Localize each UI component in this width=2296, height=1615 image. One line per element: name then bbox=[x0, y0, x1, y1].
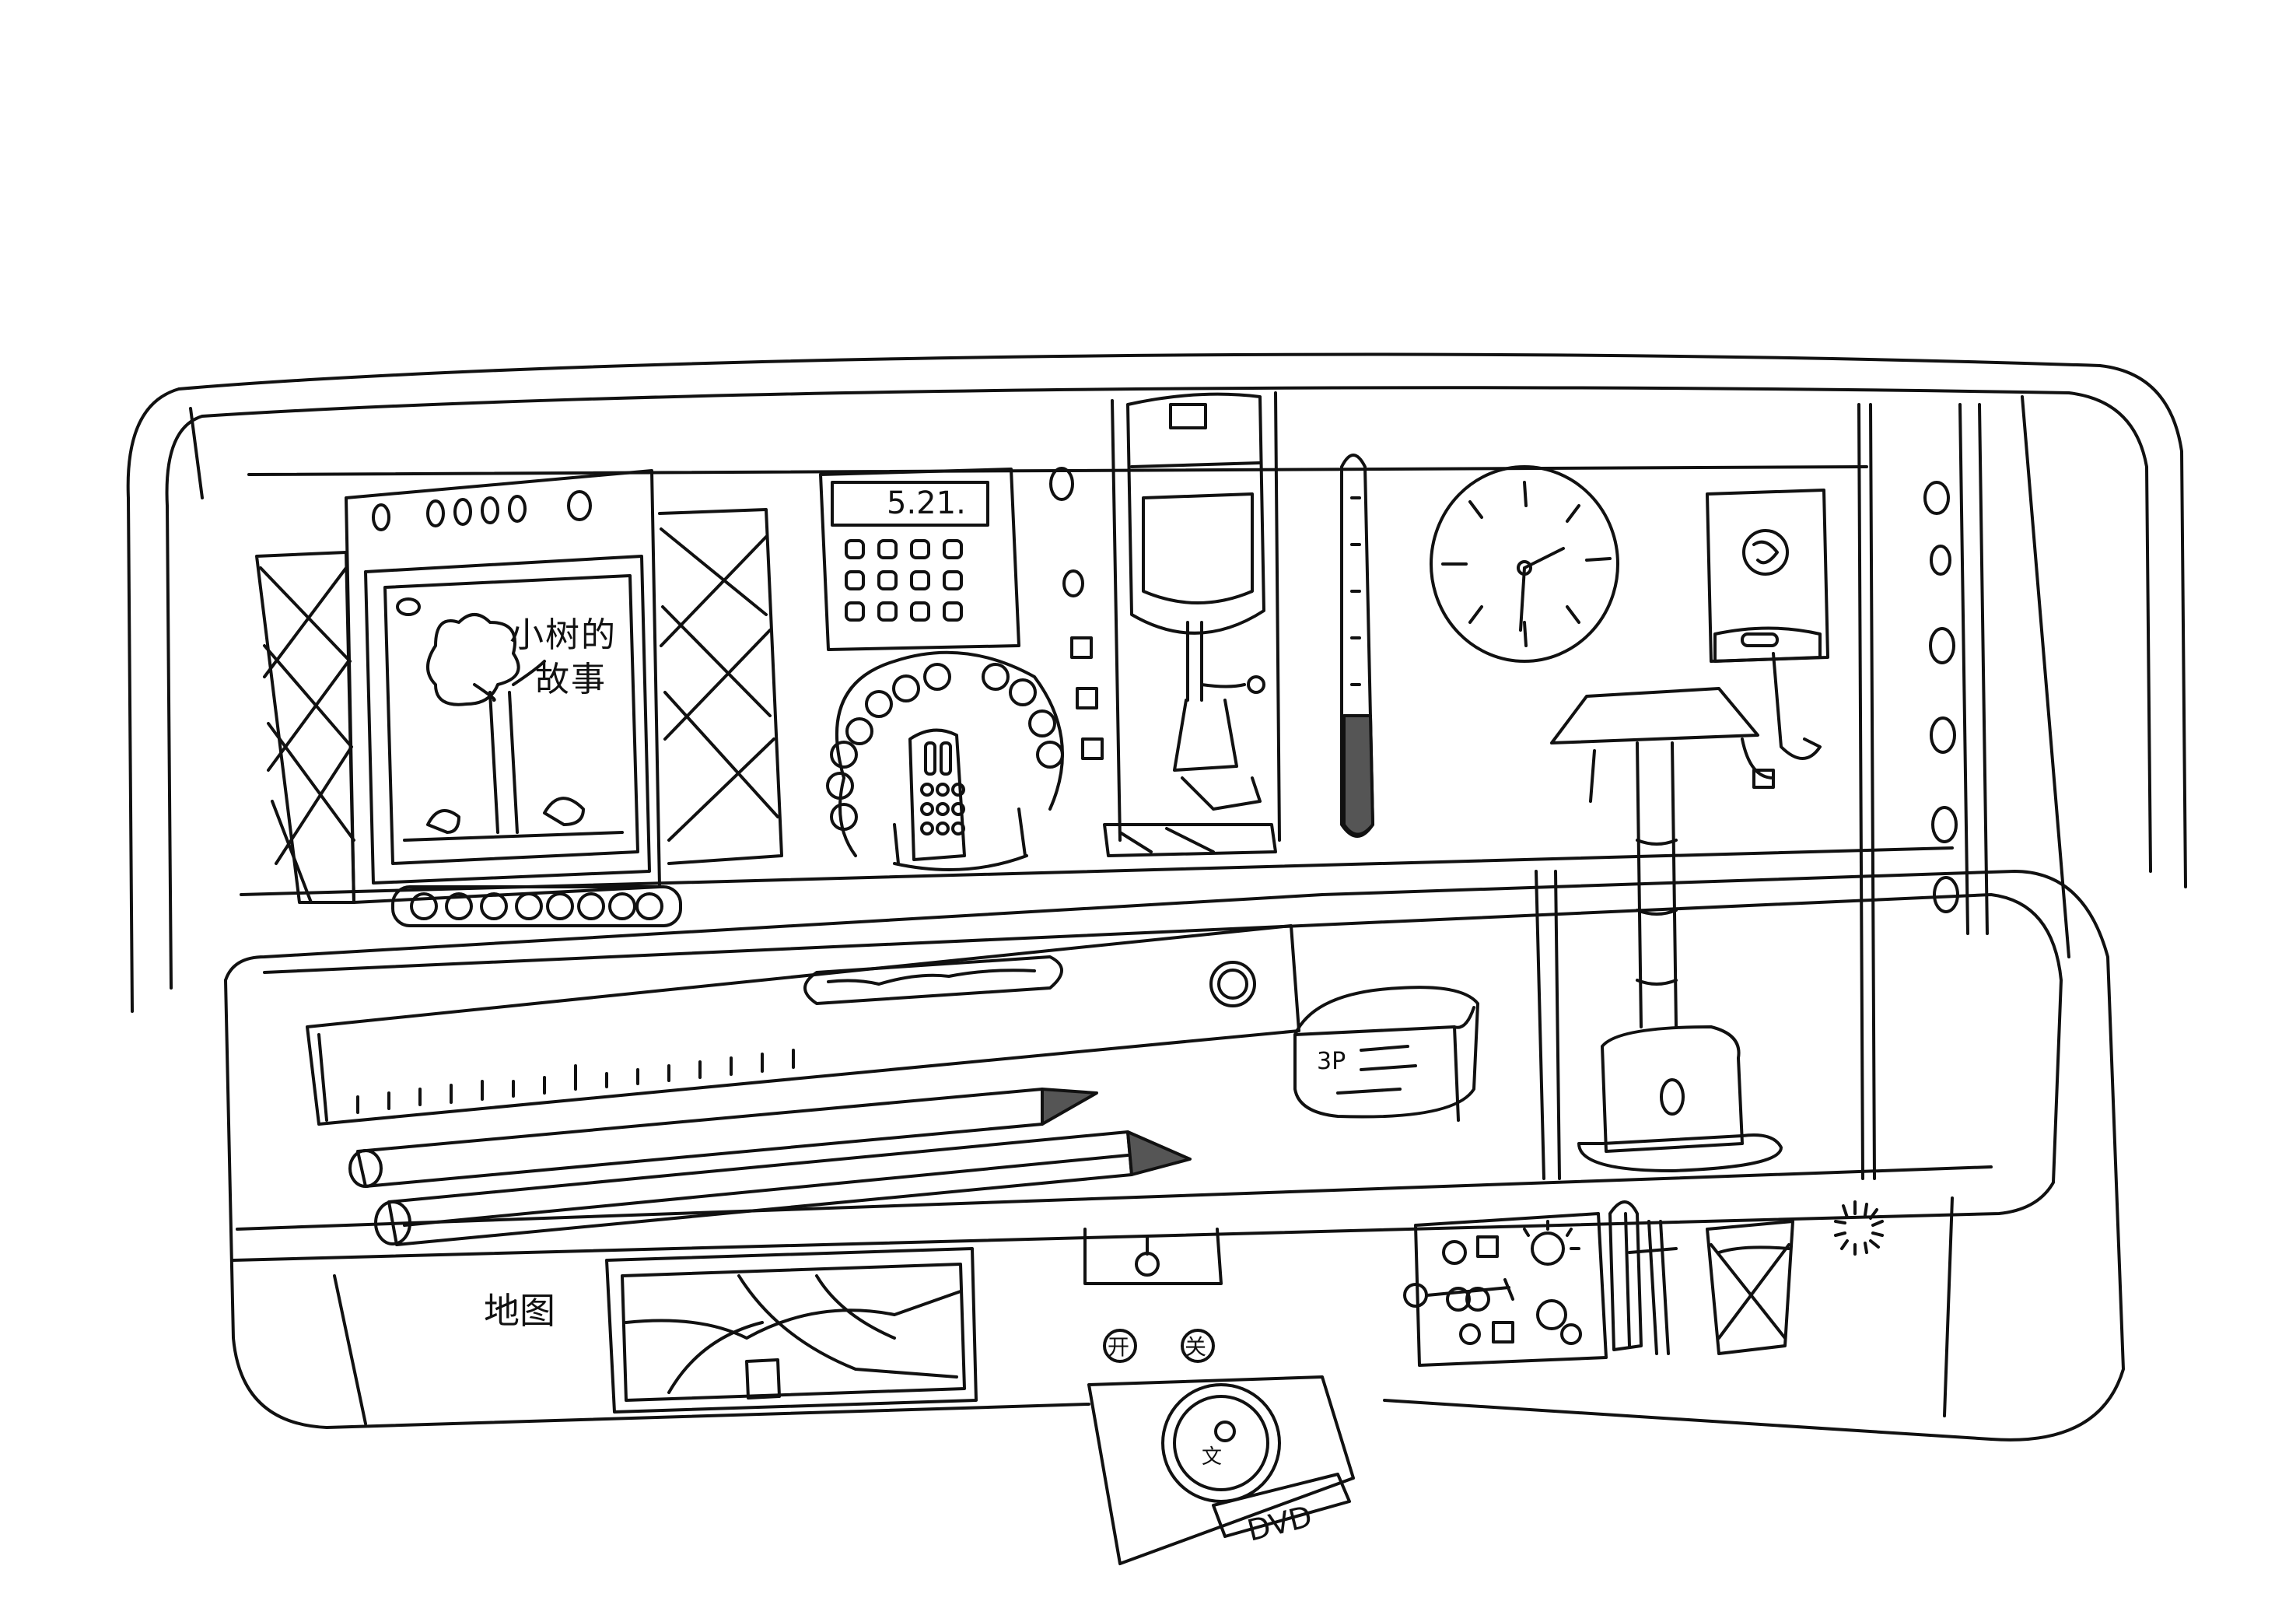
clasp bbox=[1083, 1228, 1223, 1285]
lid-outline bbox=[126, 352, 2187, 1013]
phone-with-earphones bbox=[826, 650, 1064, 871]
tablet-button-strip bbox=[391, 885, 682, 927]
map-label: 地图 bbox=[484, 1290, 555, 1332]
lamp-base bbox=[1535, 870, 1783, 1180]
wall-clock bbox=[1430, 465, 1619, 663]
globe-poster bbox=[1706, 489, 1829, 663]
story-tablet bbox=[345, 469, 661, 904]
book-title-line1: 小树的 bbox=[509, 615, 617, 655]
control-panel bbox=[1403, 1212, 1608, 1367]
calculator-keys bbox=[845, 539, 963, 622]
small-controls bbox=[1049, 467, 1104, 760]
lid-back-wall bbox=[240, 403, 1954, 1180]
base-tray bbox=[224, 870, 2125, 1442]
disc-mark: 文 bbox=[1202, 1445, 1223, 1469]
player-buttons bbox=[1103, 1329, 1215, 1363]
side-pen bbox=[1608, 1200, 1678, 1355]
open-button-label: 开 bbox=[1108, 1334, 1130, 1360]
thermometer bbox=[1340, 454, 1374, 838]
dvd-tray bbox=[1087, 1375, 1355, 1565]
close-button-label: 关 bbox=[1185, 1334, 1207, 1360]
eraser-label: 3P bbox=[1317, 1048, 1346, 1075]
pencil-top bbox=[348, 1088, 1098, 1188]
calculator-display: 5.21. bbox=[887, 485, 966, 521]
hanging-tank bbox=[1103, 391, 1281, 857]
desk-lamp bbox=[1550, 652, 1822, 1028]
ruler bbox=[306, 924, 1300, 1126]
pencil-bottom bbox=[374, 1130, 1192, 1246]
eraser bbox=[1293, 986, 1479, 1122]
waste-bin bbox=[1706, 1220, 1794, 1355]
book-title-line2: 故事 bbox=[535, 660, 607, 699]
sparkle-icon bbox=[1834, 1200, 1884, 1256]
calculator bbox=[819, 468, 1020, 651]
lattice-panels bbox=[255, 508, 783, 904]
side-strip-holes bbox=[1923, 481, 1959, 913]
map-screen bbox=[605, 1247, 978, 1414]
